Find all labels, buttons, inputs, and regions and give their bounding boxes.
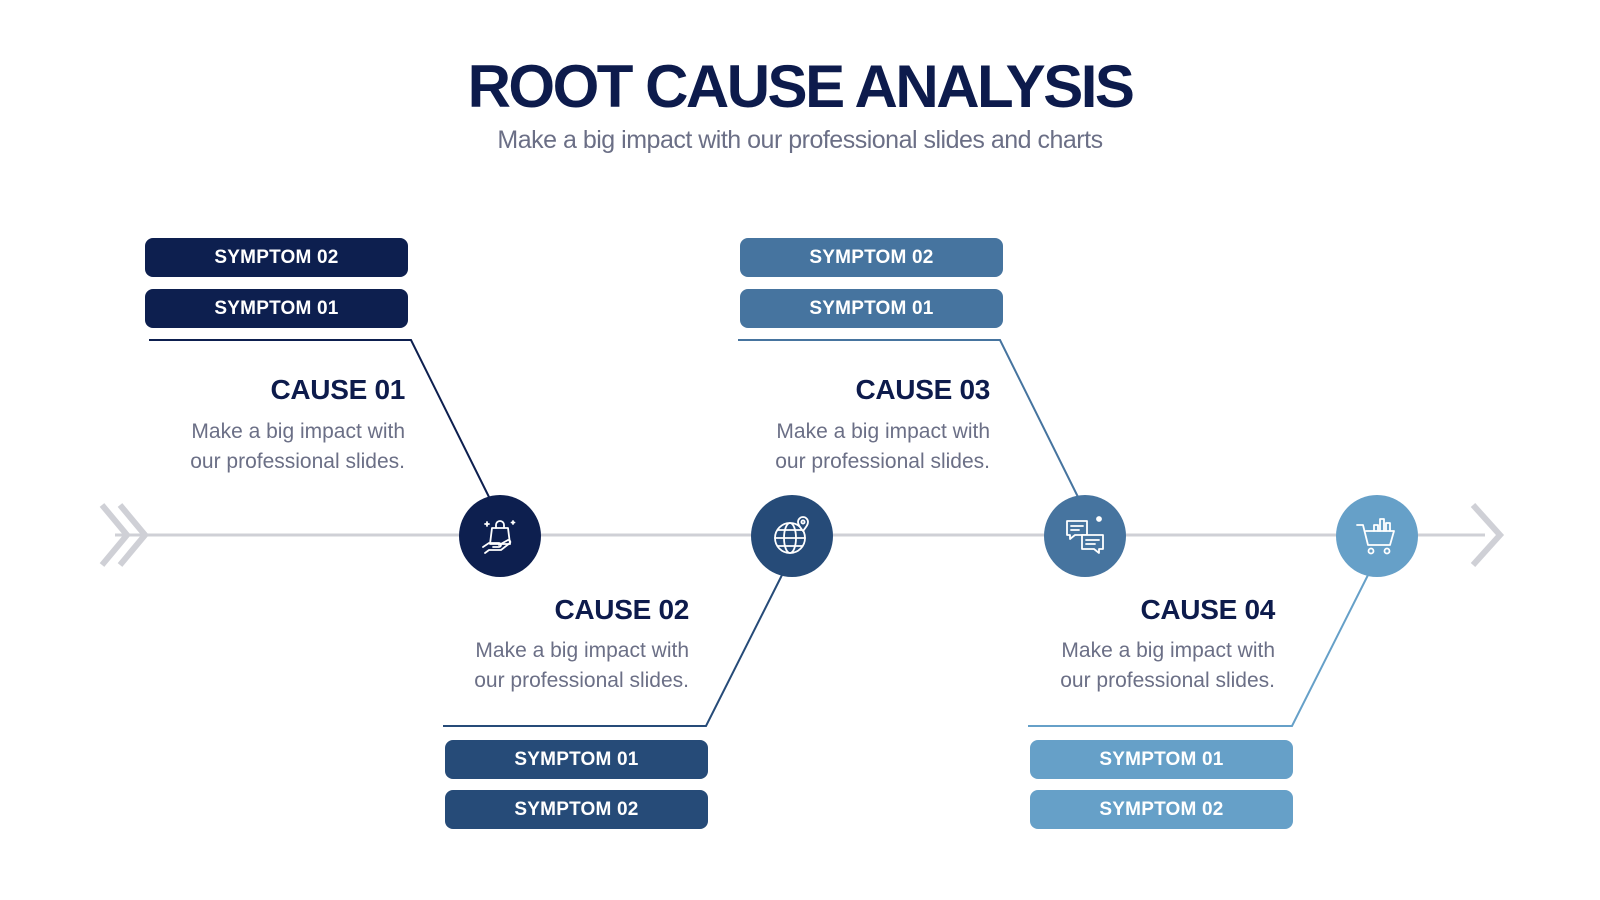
cause-03-symptom-01: SYMPTOM 01 — [740, 289, 1003, 328]
cause-02-node — [751, 495, 833, 577]
cause-02-symptom-01: SYMPTOM 01 — [445, 740, 708, 779]
cause-04-symptom-02: SYMPTOM 02 — [1030, 790, 1293, 829]
cause-01-symptom-02: SYMPTOM 02 — [145, 238, 408, 277]
cause-04-node — [1336, 495, 1418, 577]
page-subtitle: Make a big impact with our professional … — [497, 126, 1103, 154]
cause-04-desc-line2: our professional slides. — [1060, 669, 1275, 692]
cause-03-symptom-02: SYMPTOM 02 — [740, 238, 1003, 277]
head-chevron-icon — [1470, 502, 1505, 568]
cause-02-desc-line2: our professional slides. — [474, 669, 689, 692]
cause-04-title: CAUSE 04 — [1140, 594, 1275, 625]
cause-03-title: CAUSE 03 — [855, 374, 990, 405]
tail-chevron-icon-2 — [117, 503, 149, 567]
cause-03-node — [1044, 495, 1126, 577]
page-title: ROOT CAUSE ANALYSIS — [467, 53, 1135, 120]
shopping-bag-hand-icon — [482, 520, 516, 554]
cause-01-node — [459, 495, 541, 577]
chat-bubbles-icon — [1066, 516, 1104, 554]
cause-01-symptom-01: SYMPTOM 01 — [145, 289, 408, 328]
cause-03-desc-line2: our professional slides. — [775, 450, 990, 473]
cause-01-title: CAUSE 01 — [270, 374, 405, 405]
cause-02-title: CAUSE 02 — [554, 594, 689, 625]
cause-04-symptom-01: SYMPTOM 01 — [1030, 740, 1293, 779]
cause-01-bone — [149, 339, 490, 498]
tail-chevron-icon — [99, 503, 131, 567]
cause-03-desc-line1: Make a big impact with — [776, 420, 990, 443]
cause-01-desc-line2: our professional slides. — [190, 450, 405, 473]
cause-02-desc-line1: Make a big impact with — [475, 639, 689, 662]
cause-04-desc-line1: Make a big impact with — [1061, 639, 1275, 662]
cause-03-bone — [738, 339, 1079, 498]
shopping-cart-chart-icon — [1356, 518, 1395, 555]
cause-02-bone — [443, 574, 783, 727]
globe-location-icon — [774, 516, 809, 554]
cause-02-symptom-02: SYMPTOM 02 — [445, 790, 708, 829]
cause-04-bone — [1028, 574, 1369, 727]
cause-01-desc-line1: Make a big impact with — [191, 420, 405, 443]
